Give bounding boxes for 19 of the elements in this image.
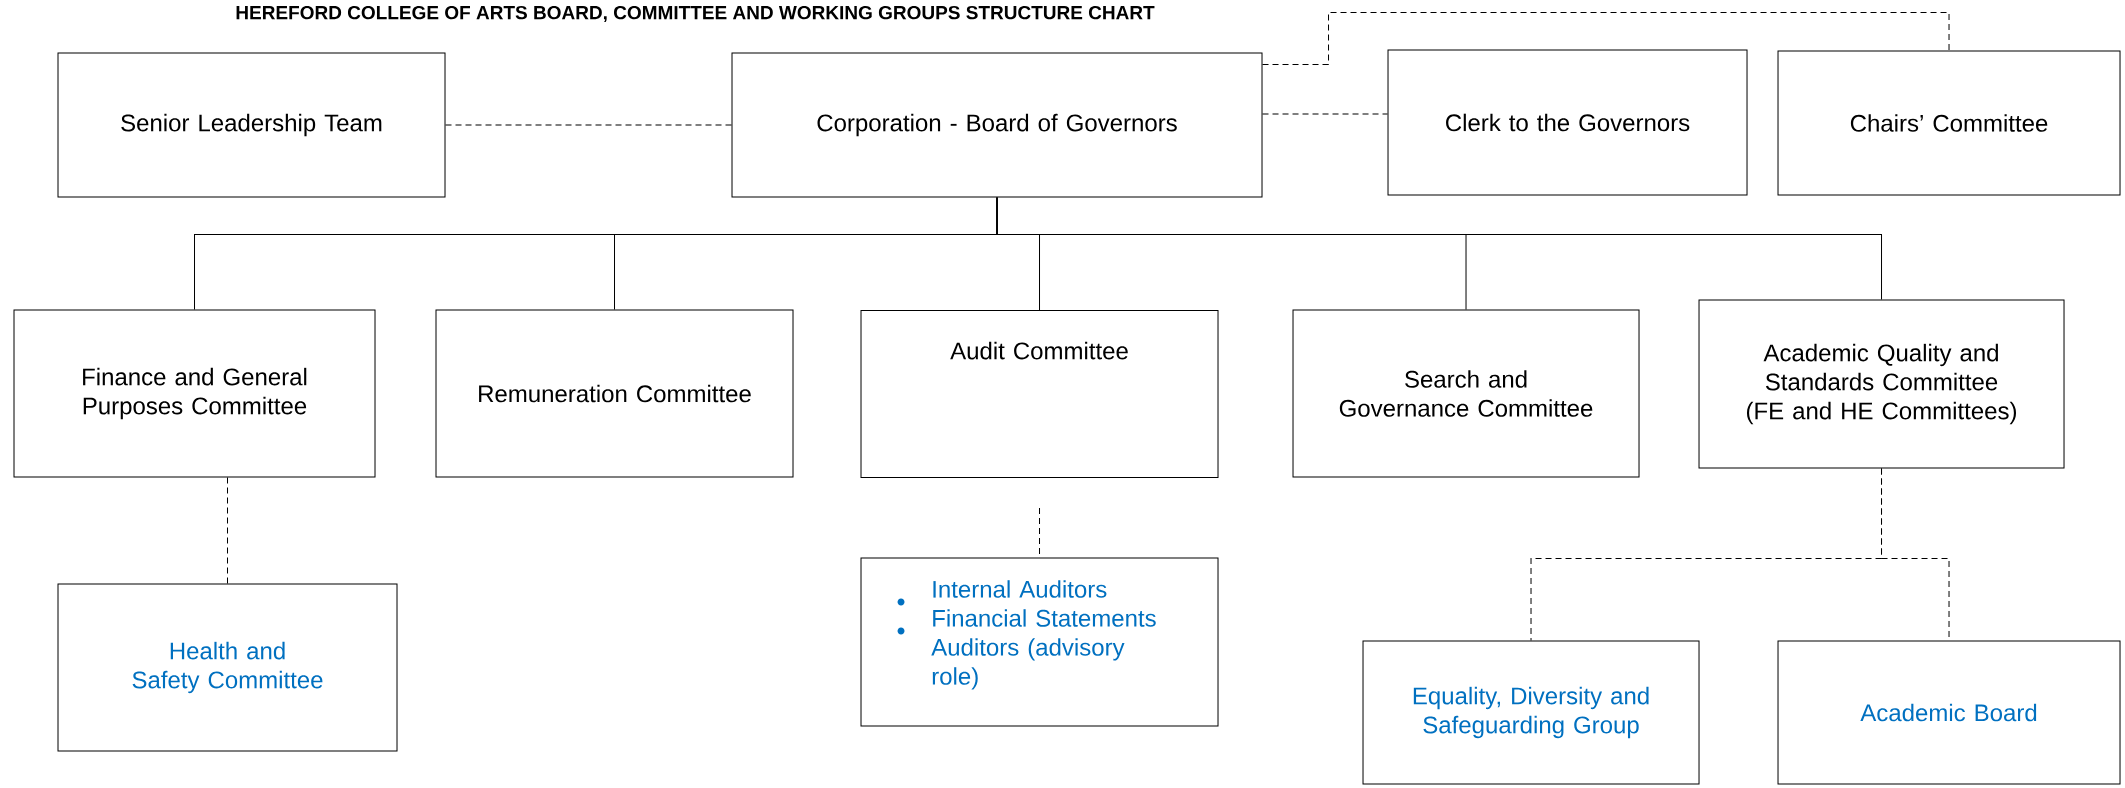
committee-box: Internal Auditors Financial Statements Auditors (advisory role) — [860, 557, 1219, 727]
committee-box: Audit Committee — [860, 310, 1219, 478]
committee-box: Academic Board — [1777, 640, 2121, 785]
committee-box: Clerk to the Governors — [1387, 49, 1748, 196]
committee-box: Search and Governance Committee — [1292, 309, 1640, 478]
committee-box: Chairs’ Committee — [1777, 50, 2121, 196]
chart-title: HEREFORD COLLEGE OF ARTS BOARD, COMMITTEE AND WORKING GROUPS STRUCTURE CHART — [236, 5, 1155, 23]
committee-box: Academic Quality and Standards Committee (FE and HE Committees) — [1698, 299, 2065, 469]
committee-box: Remuneration Committee — [435, 309, 794, 478]
committee-box: Health and Safety Committee — [57, 583, 398, 752]
connector-line — [1262, 12, 1950, 65]
connector-line — [996, 197, 1882, 300]
committee-box: Corporation - Board of Governors — [731, 52, 1263, 198]
committee-box: Finance and General Purposes Committee — [13, 309, 376, 478]
connector-line — [227, 477, 228, 584]
committee-box: Senior Leadership Team — [57, 52, 446, 198]
committee-box: Equality, Diversity and Safeguarding Group — [1362, 640, 1700, 785]
connector-line — [1262, 113, 1388, 115]
connector-line — [445, 124, 732, 126]
